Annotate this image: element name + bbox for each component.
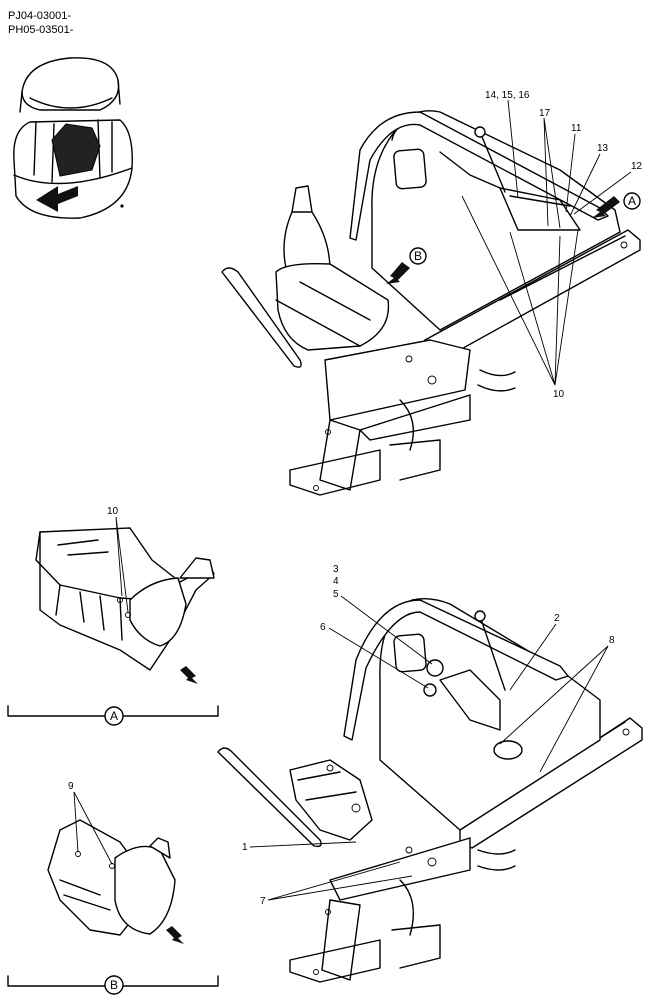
- view-b-caption: B: [7, 975, 219, 995]
- callout-8: 8: [609, 635, 615, 646]
- svg-text:A: A: [628, 194, 636, 208]
- callout-2: 2: [554, 613, 560, 624]
- callout-11: 11: [571, 123, 582, 134]
- callout-7: 7: [260, 896, 266, 907]
- callout-10-view-a: 10: [107, 506, 119, 517]
- callout-6: 6: [320, 622, 326, 633]
- leader-lines-view-a: [115, 516, 129, 613]
- svg-text:B: B: [414, 249, 422, 263]
- view-b-detail: [47, 819, 184, 944]
- view-marker-a-top: A: [623, 192, 641, 210]
- svg-text:A: A: [110, 709, 118, 723]
- callout-1: 1: [242, 842, 248, 853]
- top-control-assembly: [221, 110, 641, 496]
- callout-12: 12: [631, 161, 643, 172]
- leader-lines-bottom: [249, 595, 609, 901]
- callout-10: 10: [553, 389, 565, 400]
- callout-14-15-16: 14, 15, 16: [485, 90, 530, 101]
- svg-text:B: B: [110, 978, 118, 992]
- callout-3: 3: [333, 564, 339, 575]
- callout-4: 4: [333, 576, 339, 587]
- callout-9-view-b: 9: [68, 781, 74, 792]
- serial-range-2: PH05-03501-: [8, 24, 74, 36]
- callout-17: 17: [539, 108, 551, 119]
- callout-5: 5: [333, 589, 339, 600]
- leader-lines-view-b: [73, 791, 113, 865]
- view-a-caption: A: [7, 705, 219, 726]
- view-a-detail: [35, 527, 215, 684]
- bottom-control-assembly: [217, 597, 643, 983]
- serial-range-1: PJ04-03001-: [8, 10, 71, 22]
- machine-overview-thumbnail: [13, 57, 133, 219]
- callout-13: 13: [597, 143, 609, 154]
- leader-lines-top: [461, 99, 632, 386]
- view-marker-b-top: B: [409, 247, 427, 265]
